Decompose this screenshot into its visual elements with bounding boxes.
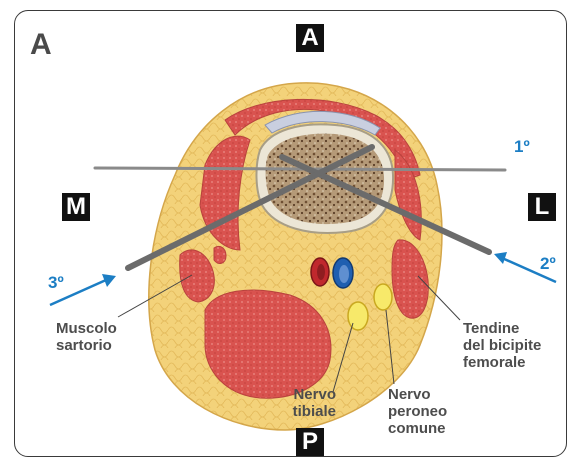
tibial-nerve <box>348 302 368 330</box>
common-peroneal-nerve <box>374 284 392 310</box>
approach-label-3: 3º <box>48 273 64 293</box>
approach-label-2: 2º <box>540 254 556 274</box>
label-tibial-line2: tibiale <box>272 403 336 420</box>
orientation-posterior: P <box>296 428 324 456</box>
label-sartorius: Muscolo sartorio <box>56 320 117 354</box>
small-muscle <box>214 246 226 263</box>
label-peroneal-line1: Nervo <box>388 386 447 403</box>
label-peroneal-nerve: Nervo peroneo comune <box>388 386 447 437</box>
approach-label-1: 1º <box>514 137 530 157</box>
label-biceps-line2: del bicipite <box>463 337 541 354</box>
orientation-medial: M <box>62 193 90 221</box>
orientation-lateral: L <box>528 193 556 221</box>
label-peroneal-line2: peroneo <box>388 403 447 420</box>
panel-label: A <box>30 28 52 62</box>
popliteal-vein-lumen <box>339 265 349 283</box>
orientation-anterior: A <box>296 24 324 52</box>
label-biceps-line1: Tendine <box>463 320 541 337</box>
popliteal-artery-lumen <box>317 264 325 280</box>
label-peroneal-line3: comune <box>388 420 447 437</box>
label-sartorius-line2: sartorio <box>56 337 117 354</box>
label-biceps-tendon: Tendine del bicipite femorale <box>463 320 541 371</box>
label-sartorius-line1: Muscolo <box>56 320 117 337</box>
label-biceps-line3: femorale <box>463 354 541 371</box>
label-tibial-line1: Nervo <box>272 386 336 403</box>
label-tibial-nerve: Nervo tibiale <box>272 386 336 420</box>
